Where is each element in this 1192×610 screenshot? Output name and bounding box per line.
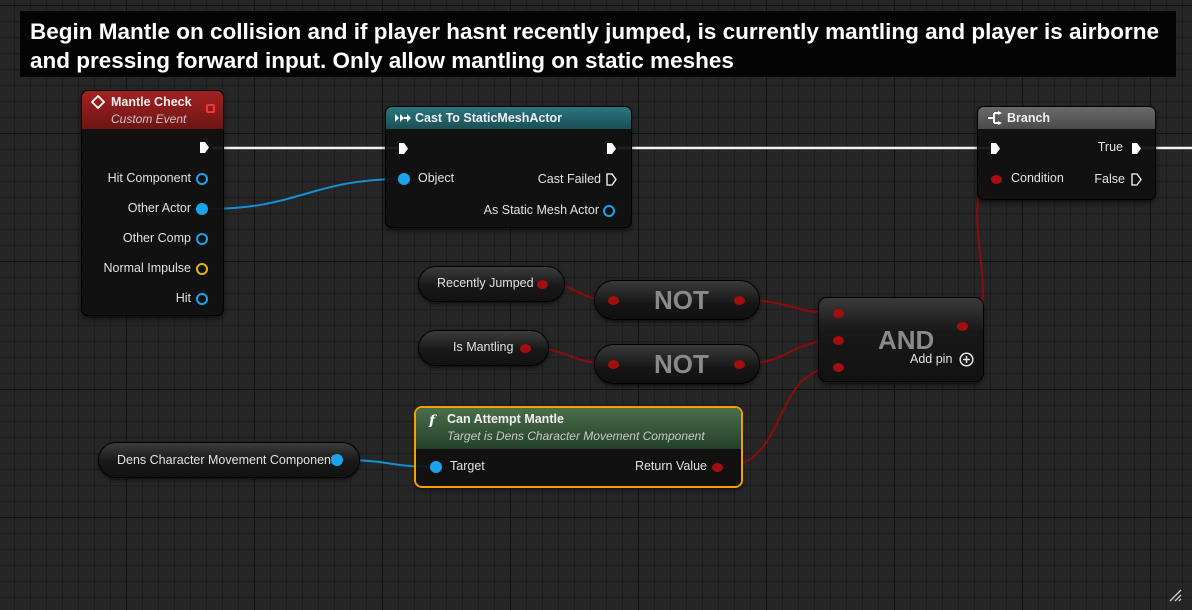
not-1-in-pin[interactable]: [608, 296, 619, 305]
branch-condition-pin[interactable]: [991, 175, 1002, 184]
branch-exec-in-pin[interactable]: [990, 142, 1001, 155]
as-static-mesh-actor-label: As Static Mesh Actor: [483, 203, 599, 217]
mantle-check-header: Mantle Check Custom Event: [82, 91, 223, 129]
is-mantling-getter[interactable]: Is Mantling: [419, 331, 548, 365]
comment-box[interactable]: Begin Mantle on collision and if player …: [20, 11, 1176, 77]
can-attempt-return-label: Return Value: [634, 459, 707, 473]
comment-text: Begin Mantle on collision and if player …: [30, 19, 1159, 73]
other-comp-pin[interactable]: [196, 233, 208, 245]
event-diamond-icon: [91, 95, 105, 109]
other-actor-label: Other Actor: [127, 201, 191, 215]
and-in-pin-2[interactable]: [833, 336, 844, 345]
not-1-label: NOT: [654, 285, 709, 315]
not-1-out-pin[interactable]: [734, 296, 745, 305]
add-pin-label: Add pin: [910, 352, 953, 366]
not-2-in-pin[interactable]: [608, 360, 619, 369]
not-2-out-pin[interactable]: [734, 360, 745, 369]
and-in-pin-3[interactable]: [833, 363, 844, 372]
recently-jumped-out-pin[interactable]: [537, 280, 548, 289]
dens-component-out-pin[interactable]: [331, 454, 343, 466]
as-static-mesh-actor-pin[interactable]: [603, 205, 615, 217]
normal-impulse-label: Normal Impulse: [103, 261, 191, 275]
plus-circle-icon[interactable]: [959, 352, 974, 367]
mantle-check-subtitle: Custom Event: [111, 112, 187, 126]
hit-pin[interactable]: [196, 293, 208, 305]
branch-node[interactable]: Branch True Condition False: [978, 107, 1155, 199]
branch-condition-label: Condition: [1011, 171, 1064, 185]
normal-impulse-pin[interactable]: [196, 263, 208, 275]
cast-object-label: Object: [418, 171, 455, 185]
is-mantling-label: Is Mantling: [453, 340, 514, 354]
cast-object-pin[interactable]: [398, 173, 410, 185]
can-attempt-return-pin[interactable]: [712, 463, 723, 472]
and-in-pin-1[interactable]: [833, 309, 844, 318]
cast-arrows-icon: [395, 114, 411, 122]
branch-icon: [988, 111, 1002, 125]
other-actor-pin[interactable]: [196, 203, 208, 215]
and-node[interactable]: AND Add pin: [819, 298, 983, 381]
can-attempt-target-pin[interactable]: [430, 461, 442, 473]
resize-grip-icon[interactable]: [1168, 588, 1182, 602]
hit-component-label: Hit Component: [107, 171, 191, 185]
dens-character-movement-component-getter[interactable]: Dens Character Movement Component: [99, 443, 359, 477]
cast-failed-pin[interactable]: [606, 173, 617, 186]
can-attempt-header: f Can Attempt Mantle Target is Dens Char…: [416, 408, 741, 449]
svg-text:f: f: [428, 413, 438, 427]
not-node-2[interactable]: NOT: [595, 345, 759, 383]
branch-header: Branch: [978, 107, 1155, 129]
cast-failed-label: Cast Failed: [537, 172, 601, 186]
branch-title: Branch: [1007, 111, 1051, 125]
cast-title: Cast To StaticMeshActor: [415, 111, 563, 125]
can-attempt-mantle-node[interactable]: f Can Attempt Mantle Target is Dens Char…: [416, 408, 741, 486]
dens-component-label: Dens Character Movement Component: [117, 453, 335, 467]
can-attempt-title: Can Attempt Mantle: [447, 412, 564, 426]
recently-jumped-label: Recently Jumped: [437, 276, 534, 290]
mantle-check-node[interactable]: Mantle Check Custom Event Hit Component …: [82, 91, 223, 315]
can-attempt-subtitle: Target is Dens Character Movement Compon…: [447, 429, 705, 443]
not-node-1[interactable]: NOT: [595, 281, 759, 319]
event-delegate-pin[interactable]: [206, 104, 215, 113]
branch-true-pin[interactable]: [1131, 142, 1142, 155]
not-2-label: NOT: [654, 349, 709, 379]
branch-false-label: False: [1094, 172, 1125, 186]
is-mantling-out-pin[interactable]: [520, 344, 531, 353]
branch-true-label: True: [1097, 140, 1123, 154]
object-wire-other-actor: [206, 178, 404, 210]
hit-label: Hit: [175, 291, 191, 305]
and-out-pin[interactable]: [957, 322, 968, 331]
cast-header: Cast To StaticMeshActor: [386, 107, 631, 129]
recently-jumped-getter[interactable]: Recently Jumped: [419, 267, 564, 301]
other-comp-label: Other Comp: [122, 231, 191, 245]
can-attempt-target-label: Target: [450, 459, 485, 473]
mantle-check-exec-out-pin[interactable]: [199, 141, 210, 154]
function-f-icon: f: [428, 413, 438, 427]
cast-exec-in-pin[interactable]: [398, 142, 409, 155]
branch-false-pin[interactable]: [1131, 173, 1142, 186]
hit-component-pin[interactable]: [196, 173, 208, 185]
and-label: AND: [878, 325, 935, 355]
mantle-check-title: Mantle Check: [111, 95, 192, 109]
cast-exec-out-pin[interactable]: [606, 142, 617, 155]
cast-to-static-mesh-actor-node[interactable]: Cast To StaticMeshActor Object Cast Fail…: [386, 107, 631, 227]
